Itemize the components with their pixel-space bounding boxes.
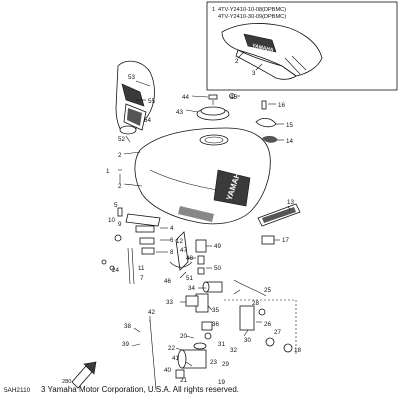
callout-41: 41 (172, 355, 179, 362)
callout-12: 12 (176, 238, 183, 245)
callout-47: 47 (180, 247, 187, 254)
callout-18: 18 (294, 347, 301, 354)
callout-29: 29 (222, 361, 229, 368)
callout-52: 52 (118, 136, 125, 143)
callout-28: 28 (252, 300, 259, 307)
callout-15: 15 (286, 122, 293, 129)
callout-50: 50 (214, 265, 221, 272)
fuel-cap-assembly (196, 93, 235, 121)
inset-label-2: 2 (235, 58, 239, 65)
callout-7: 7 (140, 275, 144, 282)
callout-2-bottom: 2 (118, 183, 122, 190)
callout-38: 38 (124, 323, 131, 330)
callout-17: 17 (282, 237, 289, 244)
side-cover-assembly (115, 60, 155, 135)
callout-24: 24 (112, 267, 119, 274)
callout-19: 19 (218, 379, 225, 386)
inset-line-2: 4TV-Y2410-30-09(DPBMC) (218, 14, 286, 20)
callout-40: 40 (164, 367, 171, 374)
callout-43: 43 (176, 109, 183, 116)
inset-box: 1 4TV-Y2410-10-08(DPBMC) 4TV-Y2410-30-09… (206, 1, 398, 91)
callout-11: 11 (138, 265, 145, 272)
callout-4: 4 (170, 225, 174, 232)
inset-line-1: 4TV-Y2410-10-08(DPBMC) (218, 7, 286, 13)
page-number: 280 (62, 379, 72, 385)
callout-54: 54 (144, 117, 151, 124)
inset-label-3: 3 (252, 70, 256, 77)
callout-22: 22 (168, 345, 175, 352)
callout-31: 31 (218, 341, 225, 348)
cover-emblem: YAMAHA (252, 43, 275, 53)
callout-8: 8 (170, 249, 174, 256)
fuel-valve-assembly (185, 279, 297, 354)
callout-39: 39 (122, 341, 129, 348)
callout-23: 23 (210, 359, 217, 366)
callout-25: 25 (264, 287, 271, 294)
fuel-tank-body: YAMAHA (134, 127, 271, 225)
callout-6: 6 (170, 237, 174, 244)
callout-36: 36 (212, 321, 219, 328)
callout-numbers: 53 55 52 54 44 45 43 16 15 14 2 2 1 13 1… (106, 74, 301, 386)
callout-9: 9 (118, 221, 122, 228)
mounting-bracket-left (114, 207, 161, 255)
rubber-damper (257, 203, 301, 245)
callout-42: 42 (148, 309, 155, 316)
callout-13: 13 (287, 199, 294, 206)
callout-21: 21 (180, 377, 187, 384)
callout-26: 26 (264, 321, 271, 328)
callout-32: 32 (230, 347, 237, 354)
bracket-parts-right (255, 100, 278, 143)
copyright-notice: 3 Yamaha Motor Corporation, U.S.A. All r… (41, 385, 240, 394)
front-arrow-icon (71, 361, 97, 389)
callout-27: 27 (274, 329, 281, 336)
callout-20: 20 (180, 333, 187, 340)
callout-48: 48 (186, 255, 193, 262)
callout-5: 5 (114, 202, 118, 209)
callout-16: 16 (278, 102, 285, 109)
callout-55: 55 (148, 98, 155, 105)
callout-1: 1 (106, 168, 110, 175)
callout-34: 34 (188, 285, 195, 292)
callout-51: 51 (186, 275, 193, 282)
callout-30: 30 (244, 337, 251, 344)
hose-and-pump (129, 319, 207, 391)
inset-callout: 1 (212, 7, 215, 13)
tank-cover-illustration: YAMAHA (221, 23, 323, 80)
leader-lines (118, 80, 291, 367)
callout-33: 33 (166, 299, 173, 306)
callout-2-top: 2 (118, 152, 122, 159)
stud-parts-left (101, 247, 135, 285)
diagram-id: 5AH2110 (4, 387, 31, 394)
callout-44: 44 (182, 94, 189, 101)
callout-45: 45 (230, 94, 237, 101)
callout-46: 46 (164, 278, 171, 285)
callout-35: 35 (212, 307, 219, 314)
callout-14: 14 (286, 138, 293, 145)
callout-49: 49 (214, 243, 221, 250)
callout-53: 53 (128, 74, 135, 81)
callout-10: 10 (108, 217, 115, 224)
